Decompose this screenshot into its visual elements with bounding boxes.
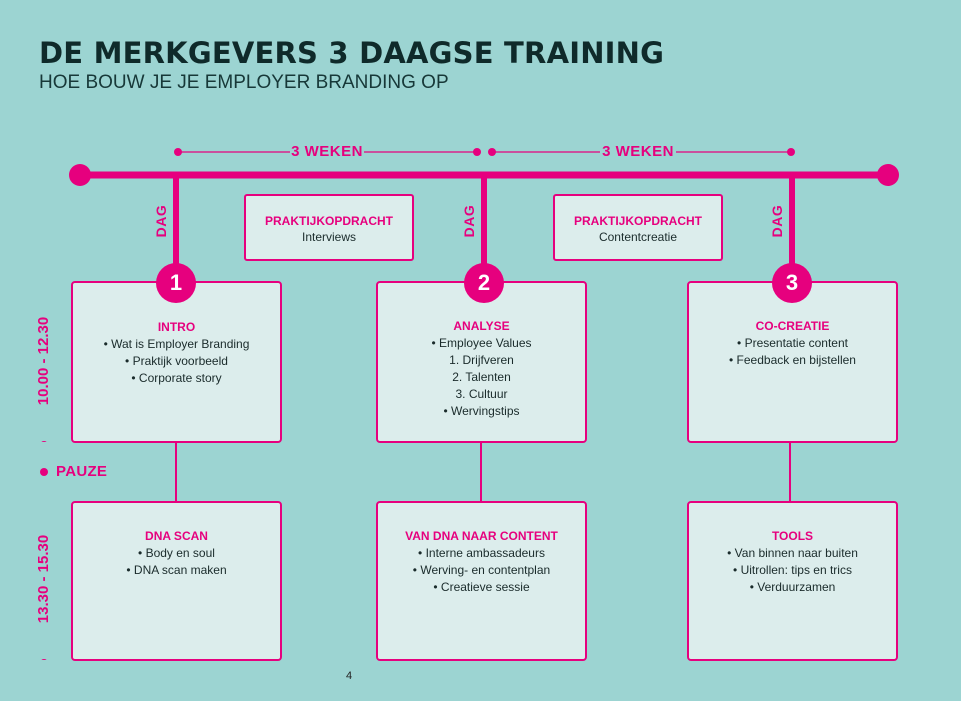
card-list: • Employee Values 1. Drijfveren 2. Talen… xyxy=(378,335,585,420)
assignment-subtitle: Interviews xyxy=(301,230,357,244)
day-number-1: 1 xyxy=(156,263,196,303)
time-morning: 10.00 - 12.30 xyxy=(34,281,54,441)
assignment-box-2: PRAKTIJKOPDRACHT Contentcreatie xyxy=(553,194,723,261)
day-number-3: 3 xyxy=(772,263,812,303)
list-item: • Employee Values xyxy=(431,336,532,350)
list-item: • Van binnen naar buiten xyxy=(727,546,858,560)
page-number: 4 xyxy=(346,670,353,682)
list-item: • Wervingstips xyxy=(443,404,520,418)
list-item: • Verduurzamen xyxy=(749,580,836,594)
day1-afternoon-card: DNA SCAN • Body en soul • DNA scan maken xyxy=(71,501,282,661)
card-list: • Presentatie content • Feedback en bijs… xyxy=(689,335,896,369)
card-title: TOOLS xyxy=(771,529,814,543)
list-item: • Uitrollen: tips en trics xyxy=(733,563,852,577)
card-title: INTRO xyxy=(157,320,196,334)
list-item: • Wat is Employer Branding xyxy=(103,337,250,351)
dag-label-2: DAG xyxy=(461,204,477,238)
card-list: • Interne ambassadeurs • Werving- en con… xyxy=(378,545,585,596)
list-item: • Praktijk voorbeeld xyxy=(125,354,228,368)
card-title: CO-CREATIE xyxy=(755,319,830,333)
time-afternoon: 13.30 - 15.30 xyxy=(34,499,54,659)
assignment-box-1: PRAKTIJKOPDRACHT Interviews xyxy=(244,194,414,261)
card-title: ANALYSE xyxy=(453,319,510,333)
list-item: • Creatieve sessie xyxy=(433,580,530,594)
card-list: • Wat is Employer Branding • Praktijk vo… xyxy=(73,336,280,387)
weeks-label-2: 3 WEKEN xyxy=(602,143,674,160)
list-item: 3. Cultuur xyxy=(455,387,508,401)
assignment-title: PRAKTIJKOPDRACHT xyxy=(264,214,393,228)
assignment-title: PRAKTIJKOPDRACHT xyxy=(573,214,702,228)
assignment-subtitle: Contentcreatie xyxy=(598,230,678,244)
card-title: DNA SCAN xyxy=(145,529,208,543)
list-item: 1. Drijfveren xyxy=(449,353,514,367)
card-list: • Van binnen naar buiten • Uitrollen: ti… xyxy=(689,545,896,596)
day2-afternoon-card: VAN DNA NAAR CONTENT • Interne ambassade… xyxy=(376,501,587,661)
day-number-2: 2 xyxy=(464,263,504,303)
pauze-label: PAUZE xyxy=(56,463,108,480)
list-item: • Feedback en bijstellen xyxy=(729,353,856,367)
weeks-label-1: 3 WEKEN xyxy=(291,143,363,160)
card-title: VAN DNA NAAR CONTENT xyxy=(405,529,558,543)
dag-label-3: DAG xyxy=(769,204,785,238)
page-title: DE MERKGEVERS 3 DAAGSE TRAINING xyxy=(39,36,665,70)
day3-afternoon-card: TOOLS • Van binnen naar buiten • Uitroll… xyxy=(687,501,898,661)
day3-morning-card: CO-CREATIE • Presentatie content • Feedb… xyxy=(687,281,898,443)
dag-label-1: DAG xyxy=(153,204,169,238)
day1-morning-card: INTRO • Wat is Employer Branding • Prakt… xyxy=(71,281,282,443)
day2-morning-card: ANALYSE • Employee Values 1. Drijfveren … xyxy=(376,281,587,443)
list-item: • Interne ambassadeurs xyxy=(418,546,545,560)
list-item: • Corporate story xyxy=(131,371,222,385)
list-item: • Body en soul xyxy=(138,546,215,560)
list-item: 2. Talenten xyxy=(452,370,511,384)
page-subtitle: HOE BOUW JE JE EMPLOYER BRANDING OP xyxy=(39,72,449,93)
list-item: • Presentatie content xyxy=(737,336,848,350)
list-item: • Werving- en contentplan xyxy=(412,563,551,577)
card-list: • Body en soul • DNA scan maken xyxy=(73,545,280,579)
list-item: • DNA scan maken xyxy=(126,563,227,577)
